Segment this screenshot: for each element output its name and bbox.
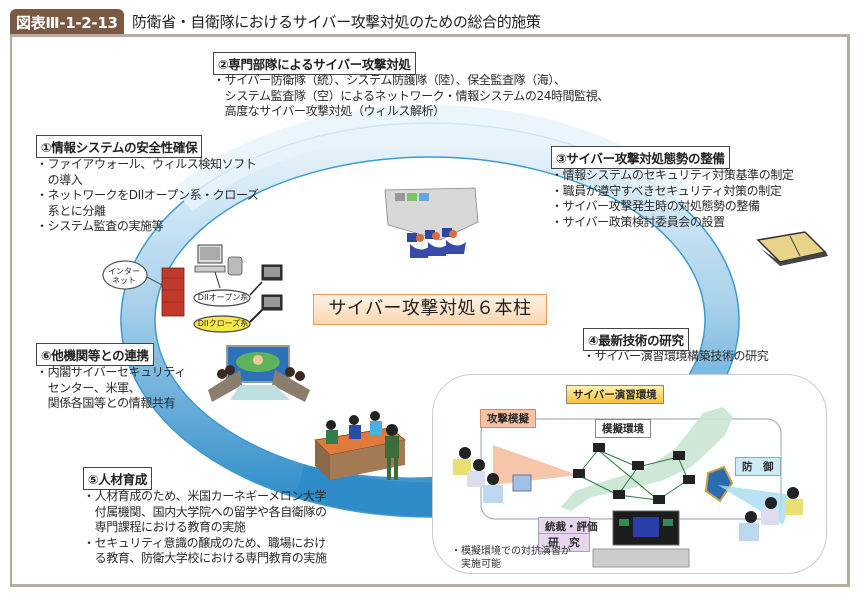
pillar-6-bullet-line: 関係各国等との情報共有 (36, 396, 176, 410)
control-evaluation-label: 統裁・評価 (538, 517, 598, 536)
six-pillars-center-label: サイバー攻撃対処６本柱 (313, 294, 547, 325)
pillar-5-bullet-line: 専門課程における教育の実施 (83, 520, 246, 534)
exercise-note: ・模擬環境での対抗演習が 実施可能 (451, 545, 571, 571)
education-illustration (314, 411, 406, 480)
pillar-6-bullet-line: センター、米軍、 (36, 380, 141, 395)
pillar-5-heading: ⑤人材育成 (83, 467, 153, 490)
pillar-1-bullet-line: ・システム監査の実施等 (36, 219, 164, 233)
cyber-exercise-environment-label: サイバー演習環境 (566, 385, 664, 404)
pillar-1-bullets: ・ファイアウォール、ウィルス検知ソフト の導入 ・ネットワークをDIIオープン系… (36, 157, 259, 235)
pillar-2-bullet-line: システム監査隊（空）によるネットワーク・情報システムの24時間監視、 (213, 88, 610, 103)
simulated-environment-label: 模擬環境 (595, 419, 651, 438)
cyber-exercise-panel: サイバー演習環境 攻撃模擬 模擬環境 防 御 統裁・評価 研 究 ・模擬環境での… (432, 374, 827, 574)
figure-frame (10, 34, 850, 587)
figure-number: 図表Ⅲ-1-2-13 (10, 9, 124, 34)
exercise-note-line: ・模擬環境での対抗演習が (451, 546, 571, 557)
exercise-illustration (453, 407, 803, 568)
pillar-1-heading: ①情報システムの安全性確保 (36, 135, 203, 158)
internet-label-line: インター (108, 267, 140, 276)
pillar-2-bullets: ・サイバー防衛隊（統）、システム防護隊（陸）、保全監査隊（海）、 システム監査隊… (213, 73, 609, 120)
pillar-3-bullet-line: ・サイバー攻撃発生時の対処態勢の整備 (551, 199, 760, 213)
pillar-5-bullet-line: ・セキュリティ意識の醸成のため、職場におけ (83, 535, 326, 550)
pillar-2-heading: ②専門部隊によるサイバー攻撃対処 (213, 52, 416, 75)
network-illustration (102, 244, 283, 333)
pillar-6-bullet-line: ・内閣サイバーセキュリティ (36, 365, 186, 379)
exercise-note-line: 実施可能 (451, 559, 501, 570)
dii-open-label: DIIオープン系 (197, 293, 249, 302)
internet-label-line: ネット (112, 276, 136, 285)
pillar-5-bullets: ・人材育成のため、米国カーネギーメロン大学 付属機関、国内大学院への留学や各自衛… (83, 489, 327, 567)
pillar-3-bullet-line: ・職員が遵守すべきセキュリティ対策の制定 (551, 183, 782, 198)
pillar-3-bullets: ・情報システムのセキュリティ対策基準の制定 ・職員が遵守すべきセキュリティ対策の… (551, 168, 794, 230)
pillar-3-heading: ③サイバー攻撃対処態勢の整備 (551, 146, 730, 169)
pillar-2-bullet-line: 高度なサイバー攻撃対処（ウィルス解析） (213, 104, 446, 118)
pillar-3-bullet-line: ・情報システムのセキュリティ対策基準の制定 (551, 168, 794, 182)
pillar-4-bullet-line: ・サイバー演習環境構築技術の研究 (583, 349, 769, 363)
pillar-5-bullet-line: る教育、防衛大学校における専門教育の実施 (83, 551, 327, 565)
pillar-5-bullet-line: ・人材育成のため、米国カーネギーメロン大学 (83, 489, 327, 503)
pillar-5-bullet-line: 付属機関、国内大学院への留学や各自衛隊の (83, 504, 327, 519)
figure-title: 防衛省・自衛隊におけるサイバー攻撃対処のための総合的施策 (132, 13, 541, 31)
pillar-1-bullet-line: 系とに分離 (36, 203, 106, 218)
operations-center-illustration (384, 187, 479, 258)
pillar-4-heading: ④最新技術の研究 (583, 328, 689, 351)
pillar-3-bullet-line: ・サイバー政策検討委員会の設置 (551, 214, 725, 229)
internet-label: インター ネット (108, 267, 140, 285)
pillar-6-heading: ⑥他機関等との連携 (36, 343, 154, 366)
pillar-1-bullet-line: ・ネットワークをDIIオープン系・クローズ (36, 188, 259, 202)
pillar-1-bullet-line: ・ファイアウォール、ウィルス検知ソフト (36, 157, 257, 171)
defense-label: 防 御 (735, 457, 781, 476)
regulation-book-illustration (756, 231, 828, 266)
attack-simulation-label: 攻撃模擬 (480, 409, 536, 428)
pillar-1-bullet-line: の導入 (36, 172, 83, 187)
pillar-2-bullet-line: ・サイバー防衛隊（統）、システム防護隊（陸）、保全監査隊（海）、 (213, 73, 566, 87)
dii-closed-label: DIIクローズ系 (197, 319, 249, 328)
pillar-6-bullets: ・内閣サイバーセキュリティ センター、米軍、 関係各国等との情報共有 (36, 365, 186, 412)
pillar-4-bullets: ・サイバー演習環境構築技術の研究 (583, 349, 769, 365)
coordination-meeting-illustration (208, 345, 310, 402)
research-label: 研 究 (538, 533, 590, 552)
